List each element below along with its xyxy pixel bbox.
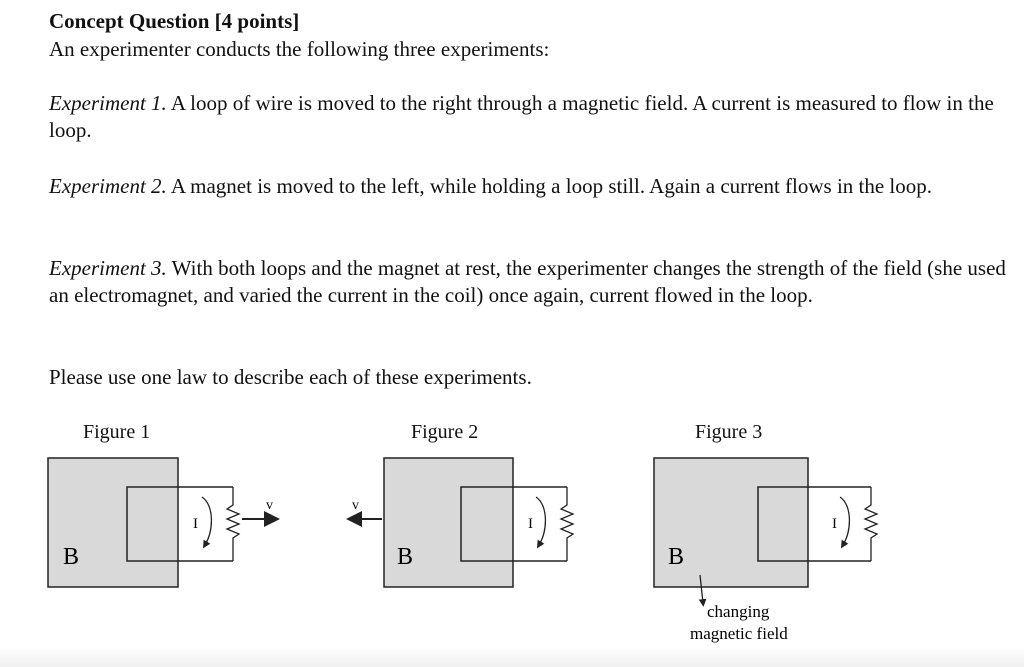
figure-1-caption: Figure 1 <box>83 421 151 443</box>
current-label: I <box>832 516 837 532</box>
experiment-2: Experiment 2. A magnet is moved to the l… <box>49 173 1009 200</box>
experiment-1-label: Experiment 1. <box>49 91 167 115</box>
pointer-arrow-icon <box>698 574 707 607</box>
magnetic-field-region <box>47 457 179 588</box>
velocity-label: v <box>352 498 359 513</box>
current-label: I <box>193 516 198 532</box>
velocity-label: v <box>266 498 273 513</box>
magnetic-field-region <box>383 457 514 588</box>
figure-3: B I changing magnetic field <box>653 457 879 643</box>
figure-2: B I v <box>346 457 575 588</box>
bottom-fade <box>0 647 1024 667</box>
experiment-3-label: Experiment 3. <box>49 256 167 280</box>
wire-loop <box>757 486 871 562</box>
experiment-3: Experiment 3. With both loops and the ma… <box>49 255 1009 309</box>
experiment-2-label: Experiment 2. <box>49 174 167 198</box>
experiment-2-text: A magnet is moved to the left, while hol… <box>166 174 933 198</box>
resistor-icon <box>225 487 241 561</box>
experiment-3-text: With both loops and the magnet at rest, … <box>49 256 1006 307</box>
current-label: I <box>528 516 533 532</box>
figure-1: B I v <box>47 457 280 588</box>
current-arrow-icon <box>839 496 851 549</box>
field-label: B <box>668 544 684 570</box>
note-line-2: magnetic field <box>690 624 788 643</box>
figure-3-caption: Figure 3 <box>695 421 763 443</box>
question-closing: Please use one law to describe each of t… <box>49 365 532 389</box>
question-title: Concept Question [4 points] <box>49 9 300 33</box>
resistor-icon <box>559 487 575 561</box>
wire-loop <box>460 486 567 562</box>
field-label: B <box>63 544 79 570</box>
field-label: B <box>397 544 413 570</box>
experiment-1: Experiment 1. A loop of wire is moved to… <box>49 90 1009 144</box>
resistor-icon <box>863 487 879 561</box>
note-line-1: changing <box>707 602 770 621</box>
current-arrow-icon <box>201 496 213 549</box>
magnetic-field-region <box>653 457 809 588</box>
current-arrow-icon <box>535 496 547 549</box>
question-intro: An experimenter conducts the following t… <box>49 37 550 61</box>
experiment-1-text: A loop of wire is moved to the right thr… <box>49 91 994 142</box>
wire-loop <box>126 486 233 562</box>
figure-2-caption: Figure 2 <box>411 421 479 443</box>
